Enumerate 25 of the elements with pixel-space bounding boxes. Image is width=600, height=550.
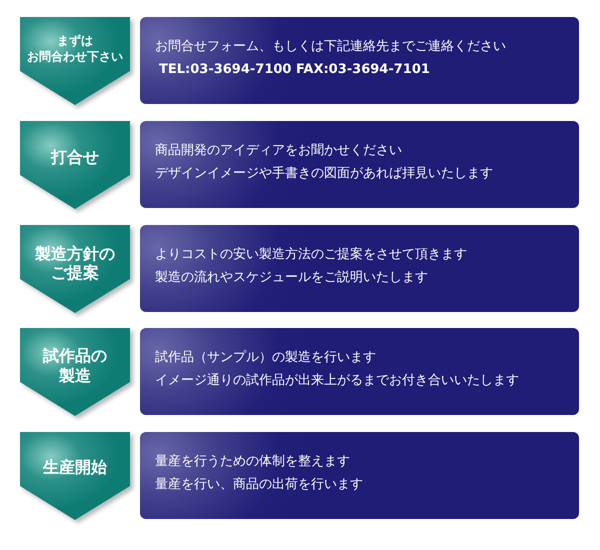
description-box: [140, 328, 579, 415]
step-label: 試作品の製造: [43, 346, 107, 386]
step-pentagon: [20, 225, 130, 313]
step-label: まずはお問合わせ下さい: [27, 34, 123, 64]
description-text: イメージ通りの試作品が出来上がるまでお付き合いいたします: [155, 373, 519, 389]
description-text: TEL:03-3694-7100 FAX:03-3694-7101: [159, 62, 430, 78]
step-label: 製造方針のご提案: [35, 244, 115, 282]
description-box: [140, 432, 579, 519]
description-box: [140, 121, 579, 208]
step-pentagon: [20, 17, 130, 105]
description-text: よりコストの安い製造方法のご提案をさせて頂きます: [155, 247, 467, 263]
description-text: 量産を行い、商品の出荷を行います: [155, 477, 363, 493]
step-label: 打合せ: [51, 148, 99, 166]
description-box: [140, 17, 579, 104]
step-label: 生産開始: [43, 458, 107, 476]
step-pentagon: [20, 432, 130, 520]
description-text: 商品開発のアイディアをお聞かせください: [155, 143, 402, 159]
description-text: お問合せフォーム、もしくは下記連絡先までご連絡ください: [155, 39, 506, 55]
description-text: デザインイメージや手書きの図面があれば拝見いたします: [155, 166, 493, 182]
description-box: [140, 225, 579, 312]
step-pentagon: [20, 121, 130, 209]
description-text: 量産を行うための体制を整えます: [155, 454, 350, 470]
step-pentagon: [20, 328, 130, 416]
description-text: 試作品（サンプル）の製造を行います: [155, 350, 376, 366]
description-text: 製造の流れやスケジュールをご説明いたします: [155, 270, 428, 286]
